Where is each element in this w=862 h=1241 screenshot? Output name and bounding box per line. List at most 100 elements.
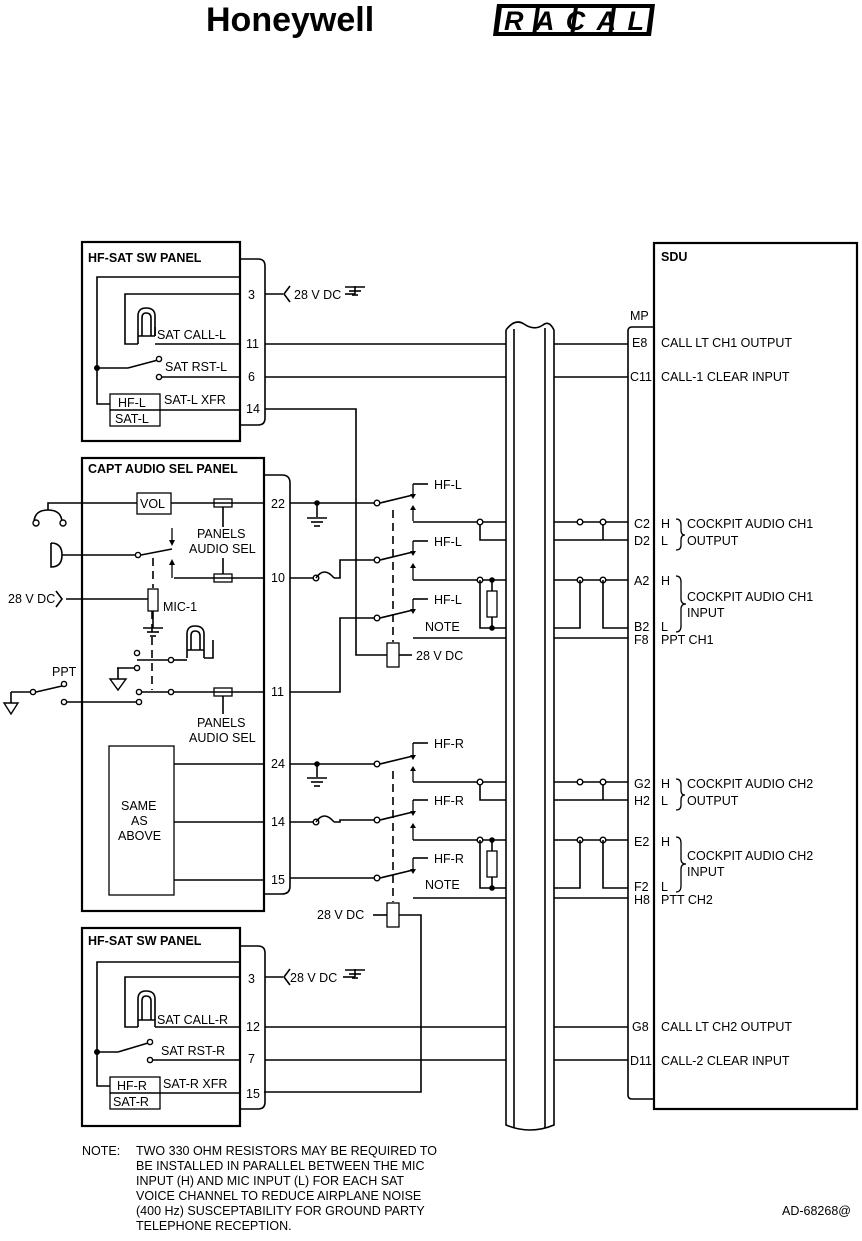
sdu-unit: SDU MP E8 CALL LT CH1 OUTPUT C11 CALL-1 …: [627, 241, 859, 1111]
capt-as: AS: [131, 814, 148, 828]
note-line-3: INPUT (H) AND MIC INPUT (L) FOR EACH SAT: [136, 1174, 404, 1188]
sdu-pin-f8: F8: [634, 633, 649, 647]
relay-hf-l-3: HF-L: [434, 593, 462, 607]
sdu-call1-clear: CALL-1 CLEAR INPUT: [661, 370, 790, 384]
sdu-cockpit-audio-ch2-out: COCKPIT AUDIO CH2: [687, 777, 813, 791]
capt-pin-22: 22: [271, 497, 285, 511]
capt-audio-sel-1: AUDIO SEL: [189, 542, 256, 556]
relay-hf-r-3: HF-R: [434, 852, 464, 866]
sdu-h-1: H: [661, 517, 670, 531]
capt-title: CAPT AUDIO SEL PANEL: [88, 462, 238, 476]
sdu-call2-clear: CALL-2 CLEAR INPUT: [661, 1054, 790, 1068]
sdu-pin-f2: F2: [634, 880, 649, 894]
relay-hf-r-2: HF-R: [434, 794, 464, 808]
sat-l-rst-label: SAT RST-L: [165, 360, 227, 374]
capt-pin-15: 15: [271, 873, 285, 887]
capt-audio-sel-2: AUDIO SEL: [189, 731, 256, 745]
sat-r-pin-12: 12: [246, 1020, 260, 1034]
sdu-l-3: L: [661, 794, 668, 808]
capt-panels-2: PANELS: [197, 716, 245, 730]
sdu-cockpit-audio-ch1-in: COCKPIT AUDIO CH1: [687, 590, 813, 604]
capt-pin-10: 10: [271, 571, 285, 585]
sat-r-wiring: [265, 1026, 628, 1061]
sat-l-pin-11: 11: [246, 337, 259, 351]
cable-bundle: [505, 321, 555, 1131]
capt-audio-sel-panel: CAPT AUDIO SEL PANEL 22 10 11 24 14 15 V…: [2, 456, 291, 913]
footnote: NOTE: TWO 330 OHM RESISTORS MAY BE REQUI…: [82, 1144, 851, 1233]
sat-l-pin-3: 3: [248, 288, 255, 302]
sat-r-pin-7: 7: [248, 1052, 255, 1066]
sat-r-sat-label: SAT-R: [113, 1095, 149, 1109]
sdu-title: SDU: [661, 250, 687, 264]
capt-vol: VOL: [140, 497, 165, 511]
hf-sat-panel-right: HF-SAT SW PANEL 3 12 7 15 SAT CALL-R SAT…: [80, 926, 366, 1128]
sat-l-call-label: SAT CALL-L: [157, 328, 226, 342]
note-line-6: TELEPHONE RECEPTION.: [136, 1219, 292, 1233]
sat-r-pin-15: 15: [246, 1087, 260, 1101]
sat-r-pin-3: 3: [248, 972, 255, 986]
sat-l-xfr-label: SAT-L XFR: [164, 393, 226, 407]
sat-r-power: 28 V DC: [290, 971, 337, 985]
sat-l-wiring: [265, 343, 628, 656]
note-line-5: (400 Hz) SUSCEPTABILITY FOR GROUND PARTY: [136, 1204, 425, 1218]
drawing-ref: AD-68268@: [782, 1204, 851, 1218]
sdu-pin-d11: D11: [630, 1054, 652, 1068]
sdu-pin-g8: G8: [632, 1020, 649, 1034]
capt-panels-1: PANELS: [197, 527, 245, 541]
sdu-pin-a2: A2: [634, 574, 649, 588]
sdu-l-4: L: [661, 880, 668, 894]
sdu-h-2: H: [661, 574, 670, 588]
sdu-call-lt-ch2: CALL LT CH2 OUTPUT: [661, 1020, 792, 1034]
note-line-1: TWO 330 OHM RESISTORS MAY BE REQUIRED TO: [136, 1144, 437, 1158]
hf-sat-panel-left: HF-SAT SW PANEL 3 11 6 14 SAT CALL-L SAT…: [80, 240, 366, 443]
capt-pin-24: 24: [271, 757, 285, 771]
relay-note-2: NOTE: [425, 878, 460, 892]
sat-r-hf-label: HF-R: [117, 1079, 147, 1093]
logo-racal: RACAL: [493, 4, 655, 36]
sat-r-call-label: SAT CALL-R: [157, 1013, 228, 1027]
sat-l-sat-label: SAT-L: [115, 412, 149, 426]
relay-power-2: 28 V DC: [317, 908, 364, 922]
relay-hf-l-2: HF-L: [434, 535, 462, 549]
note-line-2: BE INSTALLED IN PARALLEL BETWEEN THE MIC: [136, 1159, 425, 1173]
sdu-h-4: H: [661, 835, 670, 849]
sdu-input-1: INPUT: [687, 606, 725, 620]
sdu-ptt-ch2: PTT CH2: [661, 893, 713, 907]
sdu-pin-c11: C11: [630, 370, 652, 384]
sat-l-title: HF-SAT SW PANEL: [88, 251, 202, 265]
sdu-ppt-ch1: PPT CH1: [661, 633, 714, 647]
relay-network: HF-L HF-L: [264, 478, 628, 1093]
sat-l-pin-14: 14: [246, 402, 260, 416]
capt-power: 28 V DC: [8, 592, 55, 606]
sdu-output-1: OUTPUT: [687, 534, 739, 548]
sdu-pin-c2: C2: [634, 517, 650, 531]
logo-honeywell: Honeywell: [206, 1, 374, 39]
sat-l-hf-label: HF-L: [118, 396, 146, 410]
sdu-pin-e8: E8: [632, 336, 647, 350]
sdu-mp: MP: [630, 309, 649, 323]
sdu-output-2: OUTPUT: [687, 794, 739, 808]
sdu-h-3: H: [661, 777, 670, 791]
relay-hf-l-1: HF-L: [434, 478, 462, 492]
sdu-pin-h2: H2: [634, 794, 650, 808]
capt-pin-11: 11: [271, 685, 284, 699]
sdu-pin-b2: B2: [634, 620, 649, 634]
sdu-pin-e2: E2: [634, 835, 649, 849]
sdu-pin-d2: D2: [634, 534, 650, 548]
sat-l-pin-6: 6: [248, 370, 255, 384]
sdu-cockpit-audio-ch2-in: COCKPIT AUDIO CH2: [687, 849, 813, 863]
relay-power-1: 28 V DC: [416, 649, 463, 663]
sdu-l-1: L: [661, 534, 668, 548]
sdu-call-lt-ch1: CALL LT CH1 OUTPUT: [661, 336, 792, 350]
capt-mic1: MIC-1: [163, 600, 197, 614]
capt-above: ABOVE: [118, 829, 161, 843]
relay-note-1: NOTE: [425, 620, 460, 634]
note-line-4: VOICE CHANNEL TO REDUCE AIRPLANE NOISE: [136, 1189, 421, 1203]
honeywell-logo-text: Honeywell: [206, 1, 374, 39]
sdu-l-2: L: [661, 620, 668, 634]
sat-l-power: 28 V DC: [294, 288, 341, 302]
sdu-pin-g2: G2: [634, 777, 651, 791]
sdu-pin-h8: H8: [634, 893, 650, 907]
capt-same: SAME: [121, 799, 156, 813]
note-label: NOTE:: [82, 1144, 120, 1158]
